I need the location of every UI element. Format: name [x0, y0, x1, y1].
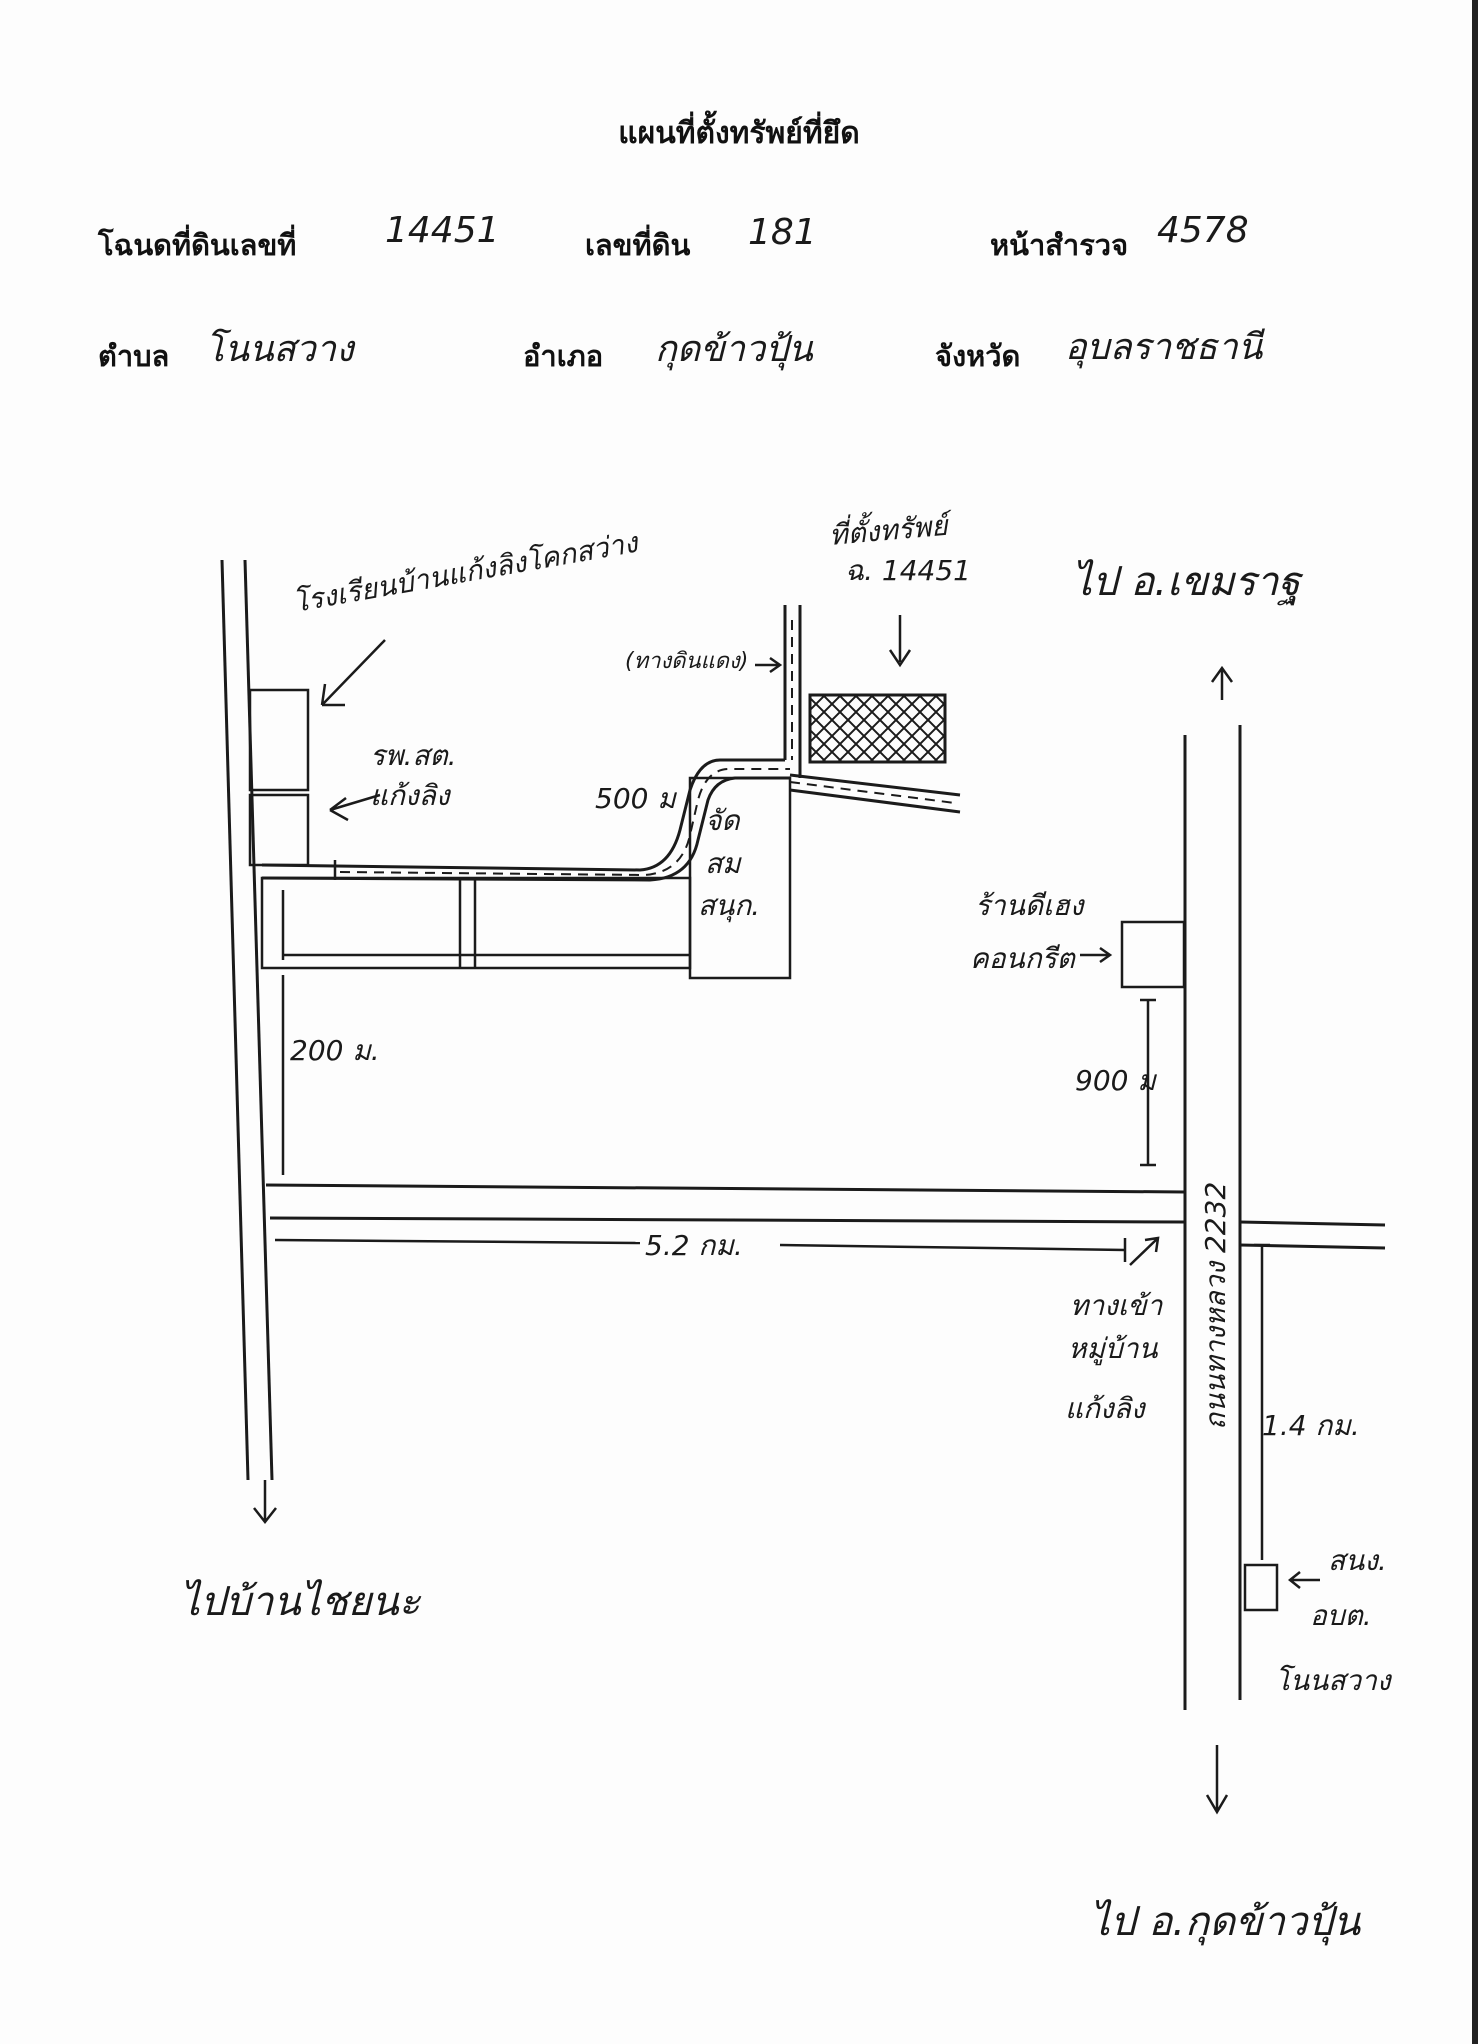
district-label: อำเภอ [523, 339, 604, 373]
land-no-label: เลขที่ดิน [585, 228, 691, 262]
survey-label: หน้าสำรวจ [990, 228, 1129, 262]
district-value: กุดข้าวปุ้น [655, 329, 813, 370]
land-no-value: 181 [748, 212, 817, 253]
shop-building [1120, 920, 1186, 989]
deed-value: 14451 [385, 210, 500, 251]
survey-value: 4578 [1157, 210, 1249, 251]
highway-2232 [1183, 665, 1242, 1815]
laterite-road [755, 605, 802, 778]
health-station-2: แก้งลิง [370, 779, 452, 812]
dist-5-2km: 5.2 กม. [645, 1229, 743, 1262]
subdistrict-value: โนนสวาง [205, 329, 354, 370]
school-label: โรงเรียนบ้านแก้งลิงโคกสว่าง [290, 525, 642, 619]
dist-500: 500 ม [595, 782, 677, 815]
deed-label: โฉนดที่ดินเลขที่ [98, 228, 297, 262]
dist-1-4km: 1.4 กม. [1262, 1409, 1360, 1442]
office-2: อบต. [1310, 1599, 1372, 1632]
shop-1: ร้านดีเฮง [975, 889, 1086, 922]
horizontal-road [265, 1183, 1386, 1250]
to-chaiyana: ไปบ้านไชยนะ [180, 1579, 422, 1625]
office-arrow [1287, 1571, 1320, 1589]
health-station-1: รพ.สต. [370, 739, 457, 772]
entry-2: หมู่บ้าน [1068, 1332, 1158, 1366]
scan-edge [1472, 0, 1478, 2044]
highway-label: ถนนทางหลวง 2232 [1199, 1182, 1232, 1430]
village-block [260, 876, 692, 970]
office-building [1243, 1563, 1279, 1612]
diagonal-path [789, 773, 961, 814]
subdistrict-label: ตำบล [98, 339, 170, 373]
entry-3: แก้งลิง [1065, 1392, 1147, 1425]
to-khemarat: ไป อ.เขมราฐ [1072, 559, 1304, 606]
office-1: สนง. [1328, 1544, 1387, 1577]
property-parcel [808, 693, 947, 764]
zone-1: จัด [705, 804, 741, 837]
province-value: อุบลราชธานี [1065, 327, 1263, 368]
property-title: ที่ตั้งทรัพย์ [827, 504, 954, 552]
dist-900: 900 ม [1075, 1064, 1157, 1097]
province-label: จังหวัด [935, 339, 1021, 373]
page-title: แผนที่ตั้งทรัพย์ที่ยึด [618, 116, 860, 151]
shop-arrow [1080, 946, 1113, 964]
to-kudkhaopun: ไป อ.กุดข้าวปุ้น [1090, 1899, 1362, 1946]
zone-2: สม [705, 847, 742, 880]
village-road [261, 758, 790, 882]
school-buildings [248, 639, 386, 867]
laterite-label: (ทางดินแดง) [625, 649, 748, 674]
dim-1-4km [1254, 1243, 1270, 1560]
jad-som-block [688, 776, 792, 980]
dim-900 [1140, 998, 1156, 1167]
property-deed: ฉ. 14451 [845, 554, 971, 587]
property-arrow [888, 615, 912, 668]
shop-2: คอนกรีต [970, 942, 1077, 975]
office-3: โนนสวาง [1275, 1664, 1393, 1697]
zone-3: สนุก. [698, 889, 760, 923]
entry-1: ทางเข้า [1070, 1289, 1164, 1322]
dim-5-2km [274, 1236, 1160, 1266]
dist-200: 200 ม. [290, 1034, 380, 1067]
